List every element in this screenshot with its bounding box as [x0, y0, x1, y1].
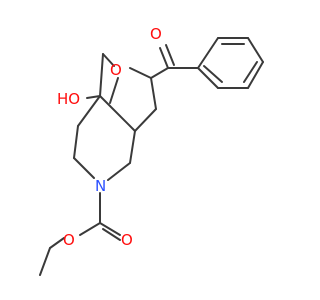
molecule-structure: O O HO N O O [39, 25, 264, 276]
bond-quat-right [99, 95, 136, 132]
atom-labels: O O HO N O O [57, 25, 162, 249]
carbonyl-oxygen-label: O [121, 231, 133, 249]
bond-ho-c [86, 95, 101, 99]
bond-ch2-n [73, 157, 95, 179]
bond-ketone-double-a [159, 47, 169, 69]
bond-oring-ch2 [102, 53, 115, 67]
bond-ph-inner-3 [203, 65, 223, 83]
bond-ch2-ch3 [39, 247, 51, 276]
bond-ph-4 [247, 61, 264, 89]
bond-c-oring [129, 67, 152, 79]
bond-right-ch2 [129, 130, 136, 164]
bond-ketone-double-b [165, 44, 175, 66]
hydroxyl-label: HO [57, 90, 80, 108]
ester-oxygen-label: O [63, 231, 75, 249]
bond-c-down [134, 108, 157, 132]
bond-quat-hoc [77, 95, 101, 127]
bond-c-oester [79, 222, 101, 236]
nitrogen-label: N [95, 177, 106, 195]
bond-c-odouble-b [102, 228, 121, 241]
bond-ph-inner-2 [243, 61, 258, 83]
bond-c-right [150, 77, 157, 110]
bond-c-odouble-a [99, 222, 121, 236]
ring-oxygen-label: O [110, 61, 122, 79]
bond-ch2-n2 [107, 162, 131, 181]
bond-hoc-ch2 [73, 125, 79, 159]
ketone-oxygen-label: O [150, 25, 162, 43]
bond-ph-1 [197, 37, 219, 69]
bond-ch2-bridge [99, 53, 104, 97]
bond-oring-quat [109, 77, 119, 104]
bond-ph-3 [247, 37, 264, 63]
bonds [39, 37, 264, 276]
bond-ph-6 [197, 67, 219, 89]
bond-oester-ch2 [49, 237, 65, 249]
bond-c-co [150, 67, 169, 79]
